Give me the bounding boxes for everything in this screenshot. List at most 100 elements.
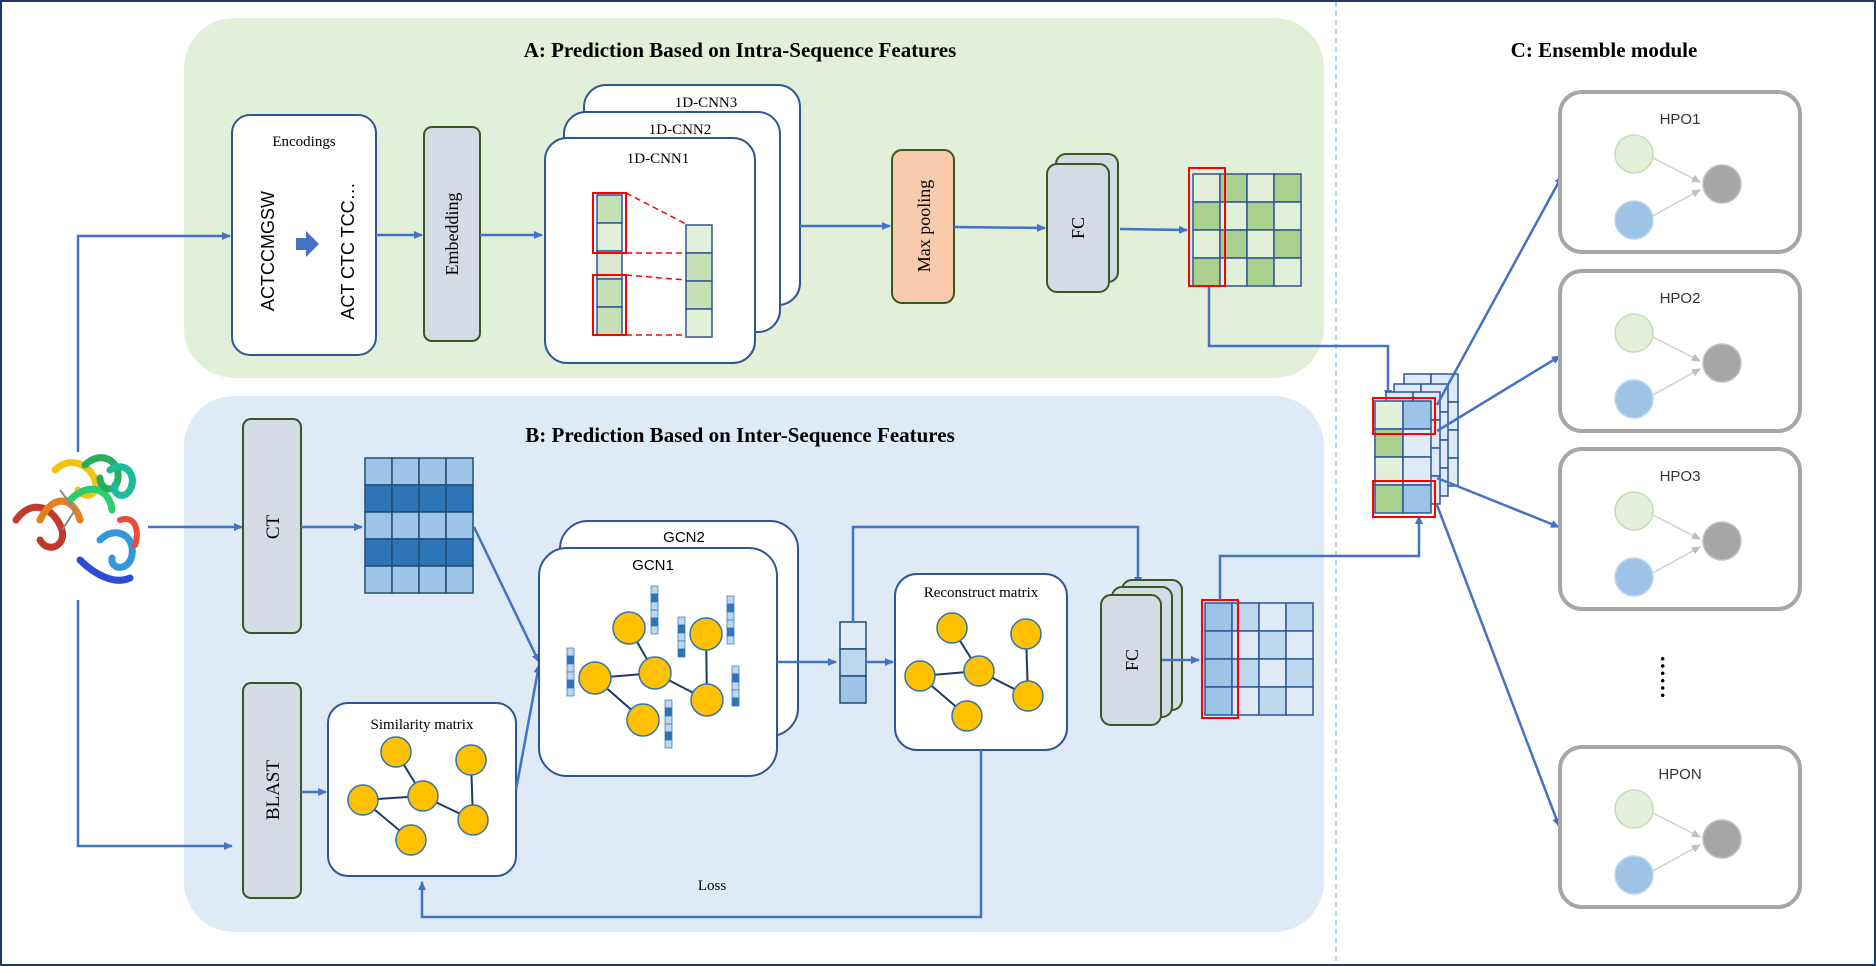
ensemble-front-cell xyxy=(1374,400,1404,430)
hpo-ellipsis: ······ xyxy=(1650,655,1675,699)
hpo-input-node xyxy=(1614,379,1654,419)
hpo-input-node xyxy=(1614,134,1654,174)
rec-graph-node xyxy=(936,612,968,644)
matrix-b-cell xyxy=(1285,602,1314,632)
arrow-to-hpo2 xyxy=(1436,354,1561,433)
ensemble-highlight-bottom xyxy=(1372,480,1436,518)
gcn-graph-node xyxy=(689,617,723,651)
matrix-b-cell xyxy=(1285,686,1314,716)
feature-bar-cell xyxy=(650,617,659,627)
blast-box xyxy=(242,682,302,899)
matrix-a-cell xyxy=(1192,257,1221,287)
rec-graph-node xyxy=(904,660,936,692)
hpo-input-node xyxy=(1614,789,1654,829)
hpo-input-node xyxy=(1614,491,1654,531)
hpo-input-node xyxy=(1614,855,1654,895)
hpo-edge xyxy=(1650,811,1701,838)
hpo-output-node xyxy=(1702,819,1742,859)
cnn-output-cell xyxy=(685,308,713,338)
cnn2-label: 1D-CNN2 xyxy=(649,122,712,138)
embedding-cell xyxy=(839,648,867,677)
ct-matrix-cell xyxy=(391,511,420,540)
matrix-a-cell xyxy=(1246,173,1275,203)
cnn-input-column xyxy=(596,194,623,336)
hpo-edge xyxy=(1650,156,1701,183)
ensemble-front-cell xyxy=(1402,484,1432,514)
hpo-label: HPO1 xyxy=(1660,111,1701,128)
feature-bar-cell xyxy=(731,697,740,707)
feature-bar-cell xyxy=(664,699,673,709)
reconstruct-matrix-label: Reconstruct matrix xyxy=(924,585,1039,601)
node-embedding-vector xyxy=(839,621,867,704)
feature-bar-cell xyxy=(566,679,575,689)
matrix-a-cell xyxy=(1192,173,1221,203)
ct-matrix-cell xyxy=(364,538,393,567)
ensemble-front-cell xyxy=(1374,484,1404,514)
hpo-input-node xyxy=(1614,557,1654,597)
cnn-output-cell xyxy=(685,252,713,282)
feature-bar-cell xyxy=(726,635,735,645)
gcn2-label: GCN2 xyxy=(663,529,705,546)
arrow-ct-matrix-to-gcn xyxy=(472,526,541,663)
ct-matrix-cell xyxy=(418,511,447,540)
feature-bar-cell xyxy=(731,681,740,691)
arrow-maxpool-to-fc xyxy=(953,223,1046,232)
cnn-input-cell xyxy=(596,306,623,336)
encoding-arrow xyxy=(296,231,319,257)
matrix-b-cell xyxy=(1204,658,1233,688)
ct-matrix-cell xyxy=(418,538,447,567)
matrix-a-cell xyxy=(1192,201,1221,231)
matrix-b-cell xyxy=(1231,602,1260,632)
output-matrix-b xyxy=(1204,602,1314,716)
ct-matrix-cell xyxy=(418,457,447,486)
cnn-output-cell xyxy=(685,224,713,254)
matrix-b-cell xyxy=(1285,630,1314,660)
matrix-b-cell xyxy=(1204,630,1233,660)
cnn-input-cell xyxy=(596,194,623,224)
matrix-a-cell xyxy=(1246,229,1275,259)
fc-b-label: FC xyxy=(1122,649,1142,671)
feature-bar-cell xyxy=(664,739,673,749)
ct-matrix-cell xyxy=(391,457,420,486)
hpo-label: HPON xyxy=(1658,766,1701,783)
feature-bar-cell xyxy=(677,624,686,634)
matrix-a-cell xyxy=(1273,201,1302,231)
embedding-cell xyxy=(839,675,867,704)
feature-bar-cell xyxy=(650,593,659,603)
cnn-output-cell xyxy=(685,280,713,310)
arrow-protein-to-encodings xyxy=(76,232,231,452)
embedding-cell xyxy=(839,621,867,650)
fc-a-label: FC xyxy=(1068,217,1088,239)
matrix-b-cell xyxy=(1258,658,1287,688)
gcn-feature-vectors xyxy=(566,585,740,749)
ct-matrix-cell xyxy=(364,484,393,513)
hpo-output-node xyxy=(1702,343,1742,383)
fc-a-front xyxy=(1046,163,1110,293)
ct-matrix-cell xyxy=(391,565,420,594)
matrix-b-cell xyxy=(1204,602,1233,632)
arrow-output-a-to-ensemble xyxy=(1207,287,1392,399)
kernel-box-top xyxy=(592,192,627,254)
ct-matrix-cell xyxy=(364,511,393,540)
ct-matrix-cell xyxy=(445,457,474,486)
ensemble-stack xyxy=(1374,373,1459,514)
sim-graph-node xyxy=(347,784,379,816)
hpo-edge xyxy=(1650,335,1701,362)
feature-bar-cell xyxy=(650,625,659,635)
arrow-to-hpon xyxy=(1435,504,1561,827)
feature-bar-cell xyxy=(677,648,686,658)
matrix-a-cell xyxy=(1273,257,1302,287)
fc-b-front xyxy=(1100,594,1162,726)
matrix-b-cell xyxy=(1258,602,1287,632)
loss-label: Loss xyxy=(698,878,727,894)
gcn1-label: GCN1 xyxy=(632,557,674,574)
matrix-b-cell xyxy=(1204,686,1233,716)
hpo-edge xyxy=(1650,513,1701,540)
feature-bar-cell xyxy=(650,601,659,611)
section-a-title: A: Prediction Based on Intra-Sequence Fe… xyxy=(524,38,957,62)
ensemble-front-cell xyxy=(1402,400,1432,430)
selected-column-a xyxy=(1188,167,1226,287)
feature-bar-cell xyxy=(726,595,735,605)
section-b-title: B: Prediction Based on Inter-Sequence Fe… xyxy=(525,423,955,447)
